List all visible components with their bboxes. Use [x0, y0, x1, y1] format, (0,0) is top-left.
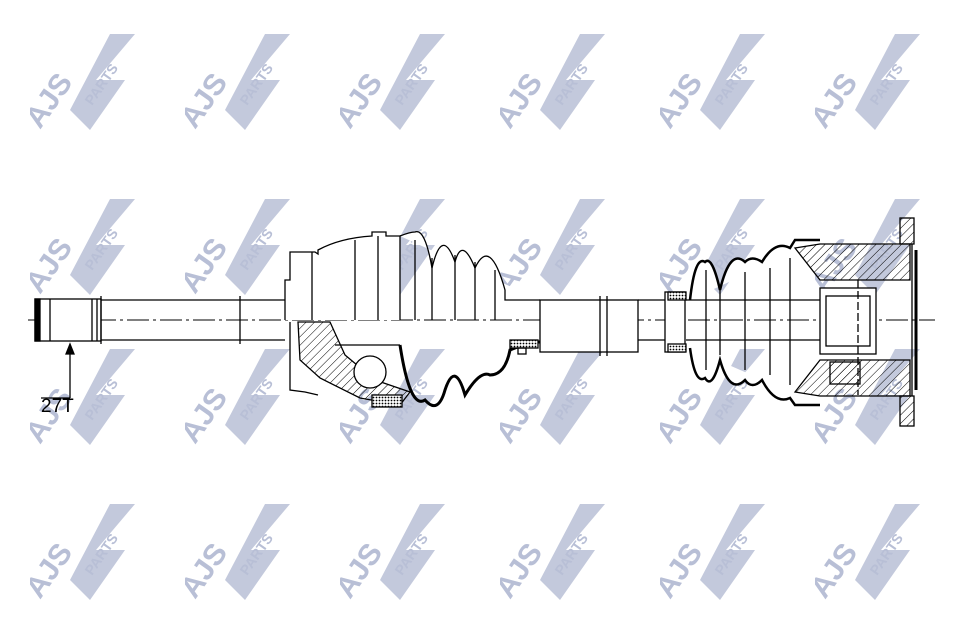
spline-count-label: 27T	[41, 396, 74, 417]
spline-stub	[34, 296, 102, 344]
ajs-parts-watermark-icon: AJS PARTS	[174, 20, 305, 140]
